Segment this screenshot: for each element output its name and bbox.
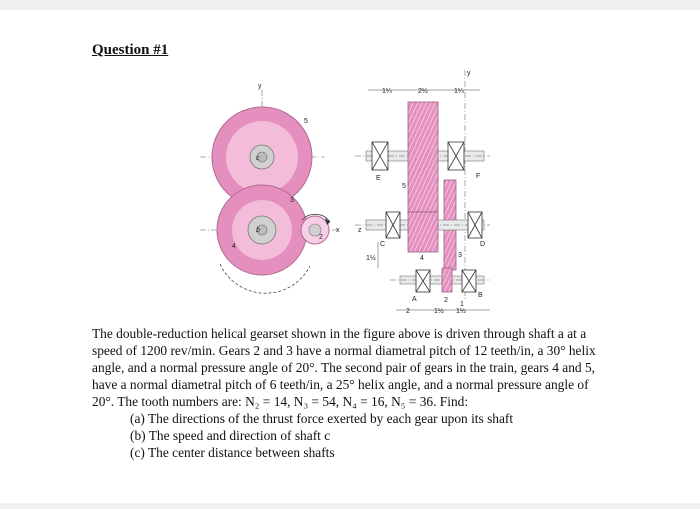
bearing-B-label: B bbox=[478, 292, 483, 299]
page-edge-bottom bbox=[0, 503, 700, 509]
gear-5-label: 5 bbox=[304, 118, 308, 125]
gear-4-side bbox=[407, 211, 439, 253]
x-axis-label: x bbox=[336, 227, 340, 234]
dim-bot-b: 1½ bbox=[434, 307, 444, 315]
bearing-F-label: F bbox=[476, 173, 480, 180]
question-item-b: (b) The speed and direction of shaft c bbox=[130, 428, 331, 443]
gear-2-side bbox=[441, 267, 453, 293]
problem-statement: The double-reduction helical gearset sho… bbox=[92, 325, 612, 461]
dim-mid: 1½ bbox=[366, 254, 376, 262]
dim-top-a: 1¼ bbox=[382, 88, 392, 95]
gear-4-label: 4 bbox=[232, 243, 236, 250]
dim-top-c: 1¼ bbox=[454, 88, 464, 95]
bearing-D-label: D bbox=[480, 241, 485, 248]
dim-bot-c: 1½ bbox=[456, 307, 466, 315]
end-view: y 5 3 4 2 x c b bbox=[200, 83, 340, 294]
question-item-a: (a) The directions of the thrust force e… bbox=[130, 411, 514, 426]
shaft-b-label: b bbox=[256, 227, 260, 234]
gear-3-side-label: 3 bbox=[458, 252, 462, 259]
gear-2-label: 2 bbox=[319, 234, 323, 241]
gear-2-side-label: 2 bbox=[444, 297, 448, 304]
gear-5-side-label: 5 bbox=[402, 183, 406, 190]
gear-5-side bbox=[407, 101, 439, 213]
shaft-c-label: c bbox=[256, 155, 260, 162]
z-axis-label: z bbox=[358, 227, 362, 234]
question-title: Question #1 bbox=[92, 42, 169, 58]
problem-paragraph: The double-reduction helical gearset sho… bbox=[92, 326, 596, 409]
bearing-E-label: E bbox=[376, 175, 381, 182]
dim-1: 1 bbox=[460, 301, 464, 308]
question-items: (a) The directions of the thrust force e… bbox=[92, 410, 612, 461]
y-axis-label-left: y bbox=[258, 83, 262, 90]
dim-top-b: 2½ bbox=[418, 87, 428, 95]
page-edge-top bbox=[0, 0, 700, 10]
side-view: 1¼ 2½ 1¼ y E F 5 3 z C D bbox=[355, 70, 490, 315]
bearing-C-label: C bbox=[380, 241, 385, 248]
gearset-figure: y 5 3 4 2 x c b 1¼ 2½ 1¼ y E F 5 3 bbox=[200, 70, 490, 315]
bearing-A-label: A bbox=[412, 296, 417, 303]
gear-3-label: 3 bbox=[290, 197, 294, 204]
dim-bot-a: 2 bbox=[406, 308, 410, 315]
gear-4-side-label: 4 bbox=[420, 255, 424, 262]
question-item-c: (c) The center distance between shafts bbox=[130, 445, 335, 460]
y-axis-label-right: y bbox=[467, 70, 471, 77]
